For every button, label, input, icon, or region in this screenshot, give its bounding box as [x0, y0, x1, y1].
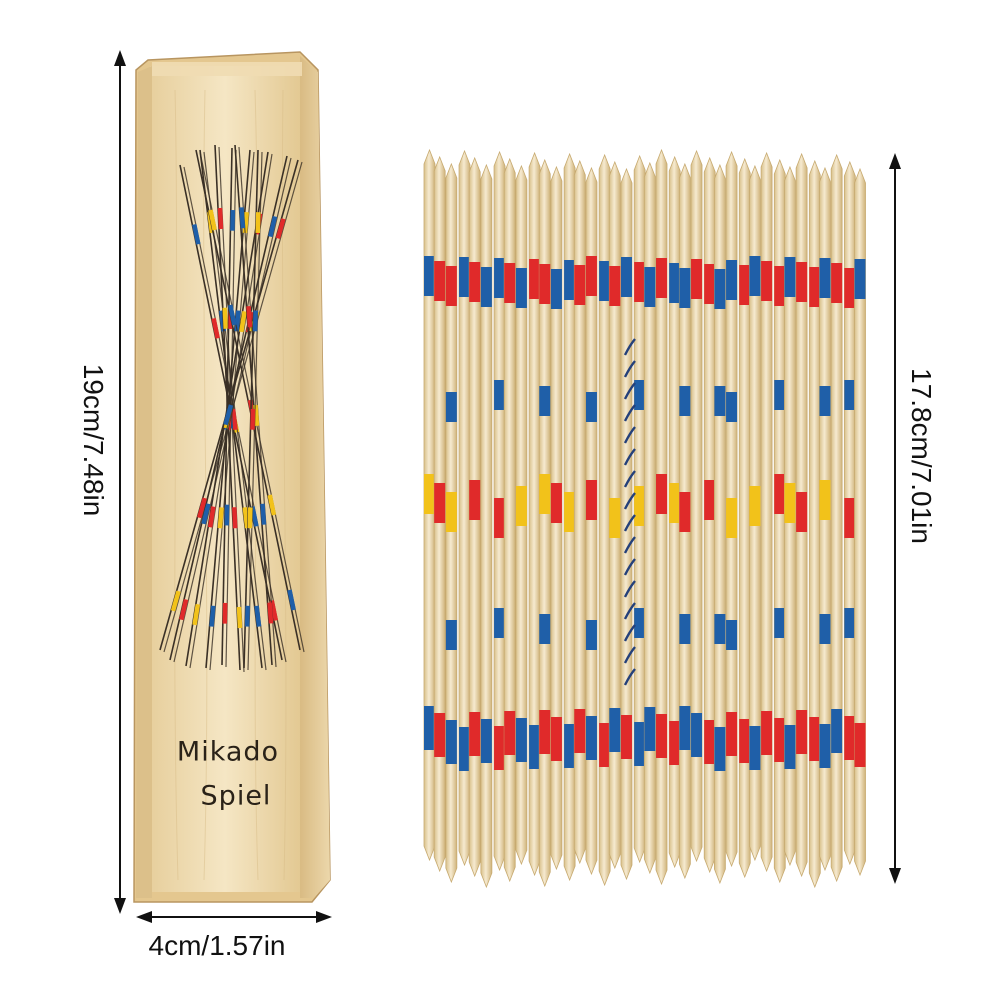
mikado-stick	[749, 164, 761, 862]
mikado-stick	[703, 156, 716, 874]
mikado-stick	[738, 157, 751, 879]
mikado-stick	[573, 159, 586, 865]
mikado-stick	[598, 153, 611, 887]
lid-stick-sketch	[243, 149, 263, 671]
mikado-stick	[493, 150, 506, 872]
mikado-stick	[503, 157, 516, 883]
mikado-stick	[643, 161, 656, 875]
mikado-stick	[819, 166, 831, 872]
mikado-stick	[550, 165, 563, 871]
box-height-label: 19cm/7.48in	[78, 363, 109, 517]
mikado-stick	[458, 149, 471, 867]
sticks-length-label: 17.8cm/7.01in	[906, 368, 937, 544]
mikado-stick	[655, 148, 668, 886]
mikado-sticks-bundle	[423, 148, 866, 889]
mikado-stick	[480, 163, 493, 889]
box-width-label: 4cm/1.57in	[148, 930, 286, 961]
mikado-stick	[843, 160, 856, 866]
mikado-stick	[760, 151, 773, 873]
mikado-stick	[854, 167, 866, 877]
mikado-stick	[713, 163, 726, 885]
lid-stick-sketch	[159, 159, 303, 653]
mikado-drawing	[159, 144, 305, 673]
mikado-stick	[563, 152, 576, 882]
mikado-stick	[538, 158, 551, 888]
mikado-stick	[690, 149, 703, 863]
mikado-stick	[608, 160, 621, 870]
mikado-stick	[808, 159, 821, 889]
spiral-stick	[623, 338, 636, 686]
mikado-stick	[445, 162, 458, 884]
mikado-stick	[515, 164, 528, 866]
box-title-spiel: Spiel	[200, 780, 272, 812]
mikado-stick	[784, 165, 796, 867]
box-title-mikado: Mikado	[176, 736, 280, 768]
mikado-stick	[633, 154, 646, 864]
lid-stick-sketch	[234, 144, 277, 668]
mikado-stick	[433, 155, 446, 873]
mikado-stick	[795, 152, 808, 878]
mikado-stick	[528, 151, 541, 877]
mikado-stick	[678, 162, 691, 880]
mikado-stick	[830, 153, 843, 883]
mikado-stick	[725, 150, 738, 868]
mikado-stick	[468, 156, 481, 878]
dimension-arrows	[114, 50, 901, 923]
mikado-stick	[423, 148, 436, 862]
mikado-stick	[620, 167, 633, 881]
wooden-box	[133, 51, 331, 903]
mikado-stick	[773, 158, 786, 884]
mikado-stick	[668, 155, 681, 869]
mikado-stick	[585, 166, 598, 876]
